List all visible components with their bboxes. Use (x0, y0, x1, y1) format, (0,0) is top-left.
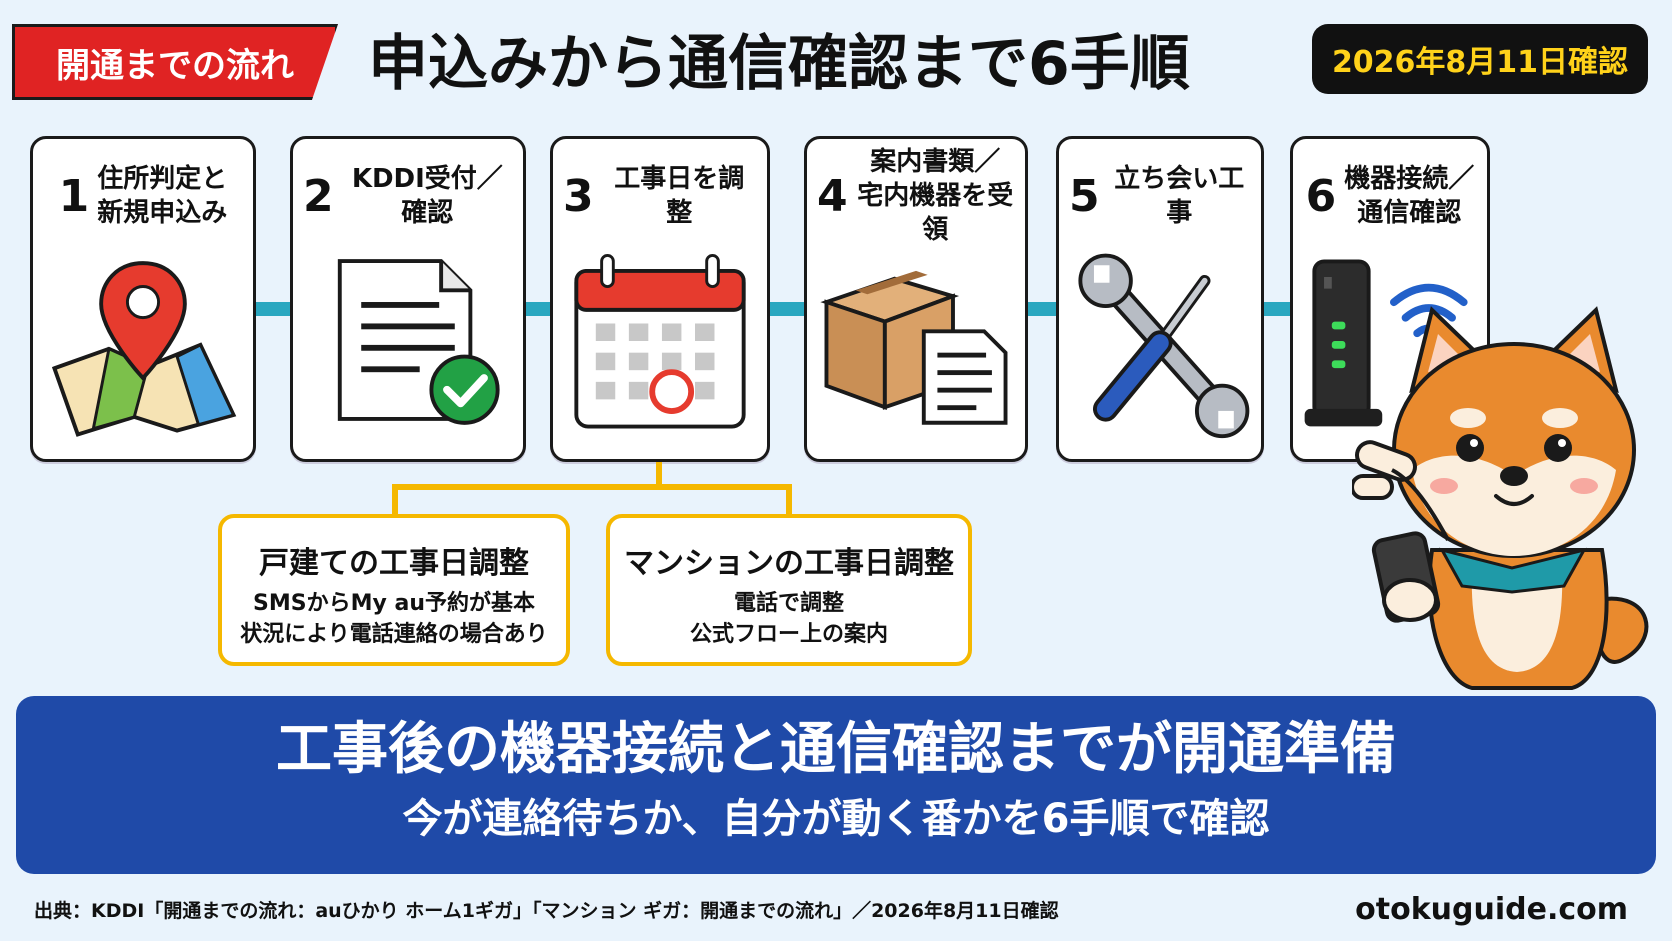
step-label: 機器接続／ 通信確認 (1344, 164, 1475, 228)
step-label: KDDI受付／確認 (351, 164, 503, 228)
branch-box-mansion: マンションの工事日調整 電話で調整 公式フロー上の案内 (606, 514, 972, 666)
map-pin-icon (33, 241, 253, 441)
shiba-dog-icon (1352, 300, 1672, 690)
document-check-icon (293, 241, 523, 441)
branch-title: マンションの工事日調整 (624, 546, 954, 581)
step-number: 3 (563, 171, 594, 222)
branch-line: 状況により電話連絡の場合あり (240, 621, 548, 647)
summary-banner: 工事後の機器接続と通信確認までが開通準備 今が連絡待ちか、自分が動く番かを6手順… (16, 696, 1656, 874)
step-label: 工事日を調整 (614, 164, 745, 228)
branch-line-right (786, 484, 792, 516)
branch-box-detached-house: 戸建ての工事日調整 SMSからMy au予約が基本 状況により電話連絡の場合あり (218, 514, 570, 666)
step-card-4: 4 案内書類／ 宅内機器を受領 (804, 136, 1028, 462)
site-domain: otokuguide.com (1355, 892, 1628, 927)
step-label: 住所判定と 新規申込み (97, 164, 228, 228)
branch-line-stem (656, 462, 662, 488)
step-label: 案内書類／ 宅内機器を受領 (857, 147, 1014, 245)
step-number: 4 (817, 171, 848, 222)
date-badge: 2026年8月11日確認 (1312, 24, 1648, 94)
banner-main-text: 工事後の機器接続と通信確認までが開通準備 (276, 717, 1396, 782)
branch-line: 公式フロー上の案内 (689, 621, 888, 647)
branch-line: 電話で調整 (733, 591, 844, 616)
calendar-icon (553, 241, 767, 441)
wrench-screwdriver-icon (1059, 241, 1261, 441)
branch-title: 戸建ての工事日調整 (259, 546, 529, 581)
step-card-1: 1 住所判定と 新規申込み (30, 136, 256, 462)
step-number: 6 (1305, 171, 1337, 222)
branch-line-left (392, 484, 398, 516)
step-number: 5 (1069, 171, 1100, 222)
step-label: 立ち会い工事 (1114, 164, 1245, 228)
banner-sub-text: 今が連絡待ちか、自分が動く番かを6手順で確認 (402, 796, 1270, 843)
step-number: 1 (58, 171, 90, 222)
page-title: 申込みから通信確認まで6手順 (368, 29, 1190, 99)
package-document-icon (807, 241, 1025, 441)
step-number: 2 (303, 171, 334, 222)
step-card-3: 3 工事日を調整 (550, 136, 770, 462)
source-note: 出典：KDDI「開通までの流れ：auひかり ホーム1ギガ」「マンション ギガ：開… (34, 900, 1059, 922)
branch-line-horizontal (392, 484, 792, 490)
branch-line: SMSからMy au予約が基本 (253, 591, 535, 616)
step-card-2: 2 KDDI受付／確認 (290, 136, 526, 462)
router-wifi-icon (1293, 241, 1487, 441)
step-card-5: 5 立ち会い工事 (1056, 136, 1264, 462)
section-tag: 開通までの流れ (12, 24, 338, 100)
